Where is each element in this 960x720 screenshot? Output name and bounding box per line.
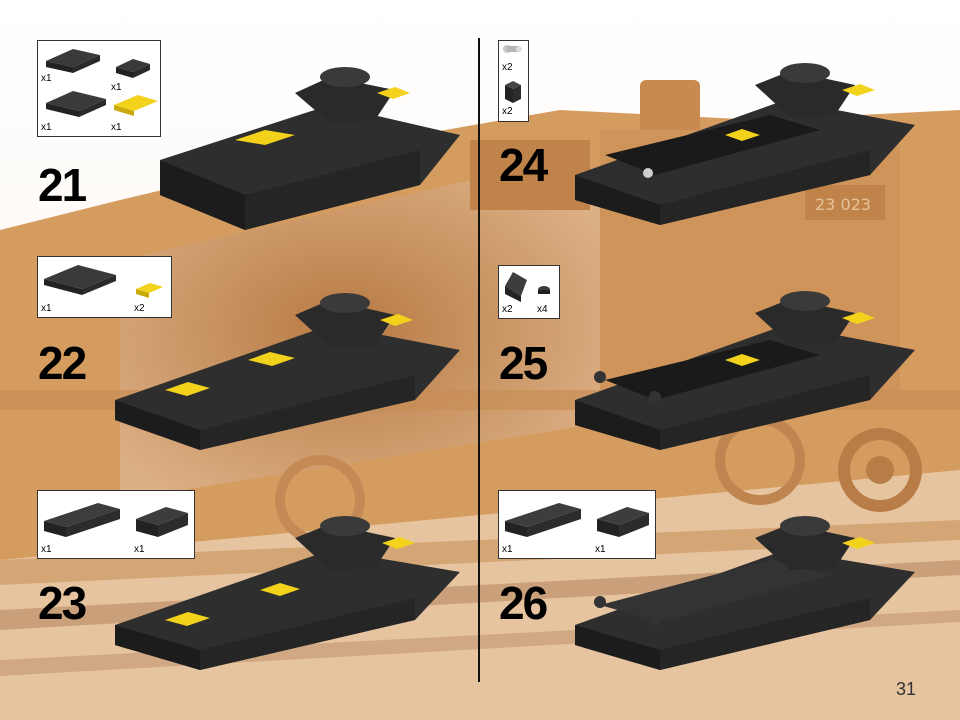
part-qty: x2 <box>502 106 513 117</box>
plate-2x4-black-icon <box>46 49 100 73</box>
part-qty: x1 <box>41 544 52 555</box>
parts-icons <box>44 503 188 537</box>
parts-icons <box>44 265 163 298</box>
brick-1x1-black-icon <box>505 81 521 103</box>
parts-callout-step-26: x1 x1 <box>498 490 656 559</box>
parts-icons <box>505 272 550 302</box>
part-qty: x1 <box>502 544 513 555</box>
plate-2x2-black-icon <box>116 59 150 78</box>
part-qty: x2 <box>134 303 145 314</box>
part-qty: x1 <box>111 122 122 133</box>
plate-2x4-black-icon-2 <box>46 91 106 117</box>
part-qty: x2 <box>502 62 513 73</box>
part-qty: x4 <box>537 304 548 315</box>
round-plate-1x1-black-icon <box>538 286 550 294</box>
part-qty: x1 <box>595 544 606 555</box>
slope-1x2-black-icon <box>505 272 527 302</box>
part-qty: x1 <box>41 122 52 133</box>
plate-1x4-yellow-icon <box>114 95 158 116</box>
model-assembly-step-24 <box>575 63 915 225</box>
technic-pin-light-grey-icon <box>503 45 522 53</box>
model-assembly-step-22 <box>115 293 460 450</box>
parts-icons <box>503 45 522 103</box>
plate-4x4-black-icon <box>44 265 116 295</box>
parts-callout-step-22: x1 x2 <box>37 256 172 318</box>
part-qty: x1 <box>111 82 122 93</box>
model-assembly-step-26 <box>575 516 915 670</box>
slope-2x4-black-icon <box>44 503 120 537</box>
parts-callout-step-23: x1 x1 <box>37 490 195 559</box>
plate-1x2-yellow-icon <box>136 283 163 298</box>
slope-2x4-black-icon <box>505 503 581 537</box>
parts-icons <box>505 503 649 537</box>
step-number: 23 <box>38 577 87 629</box>
parts-icons <box>46 49 158 117</box>
model-assembly-step-21 <box>160 67 460 230</box>
step-number: 21 <box>38 159 87 211</box>
parts-callout-step-21: x1 x1 x1 x1 <box>37 40 161 137</box>
step-number: 25 <box>499 337 548 389</box>
part-qty: x1 <box>41 303 52 314</box>
step-number: 24 <box>499 139 548 191</box>
model-assembly-step-25 <box>575 291 915 450</box>
parts-callout-step-24: x2 x2 <box>498 40 529 122</box>
column-divider <box>478 38 480 682</box>
slope-2x2-black-icon <box>597 507 649 537</box>
part-qty: x1 <box>134 544 145 555</box>
page-number: 31 <box>896 679 917 699</box>
slope-2x2-black-icon <box>136 507 188 537</box>
svg-text:23 023: 23 023 <box>815 195 871 214</box>
step-number: 26 <box>499 577 548 629</box>
part-qty: x1 <box>41 73 52 84</box>
part-qty: x2 <box>502 304 513 315</box>
parts-callout-step-25: x2 x4 <box>498 265 560 319</box>
step-number: 22 <box>38 337 87 389</box>
model-assembly-step-23 <box>115 516 460 670</box>
